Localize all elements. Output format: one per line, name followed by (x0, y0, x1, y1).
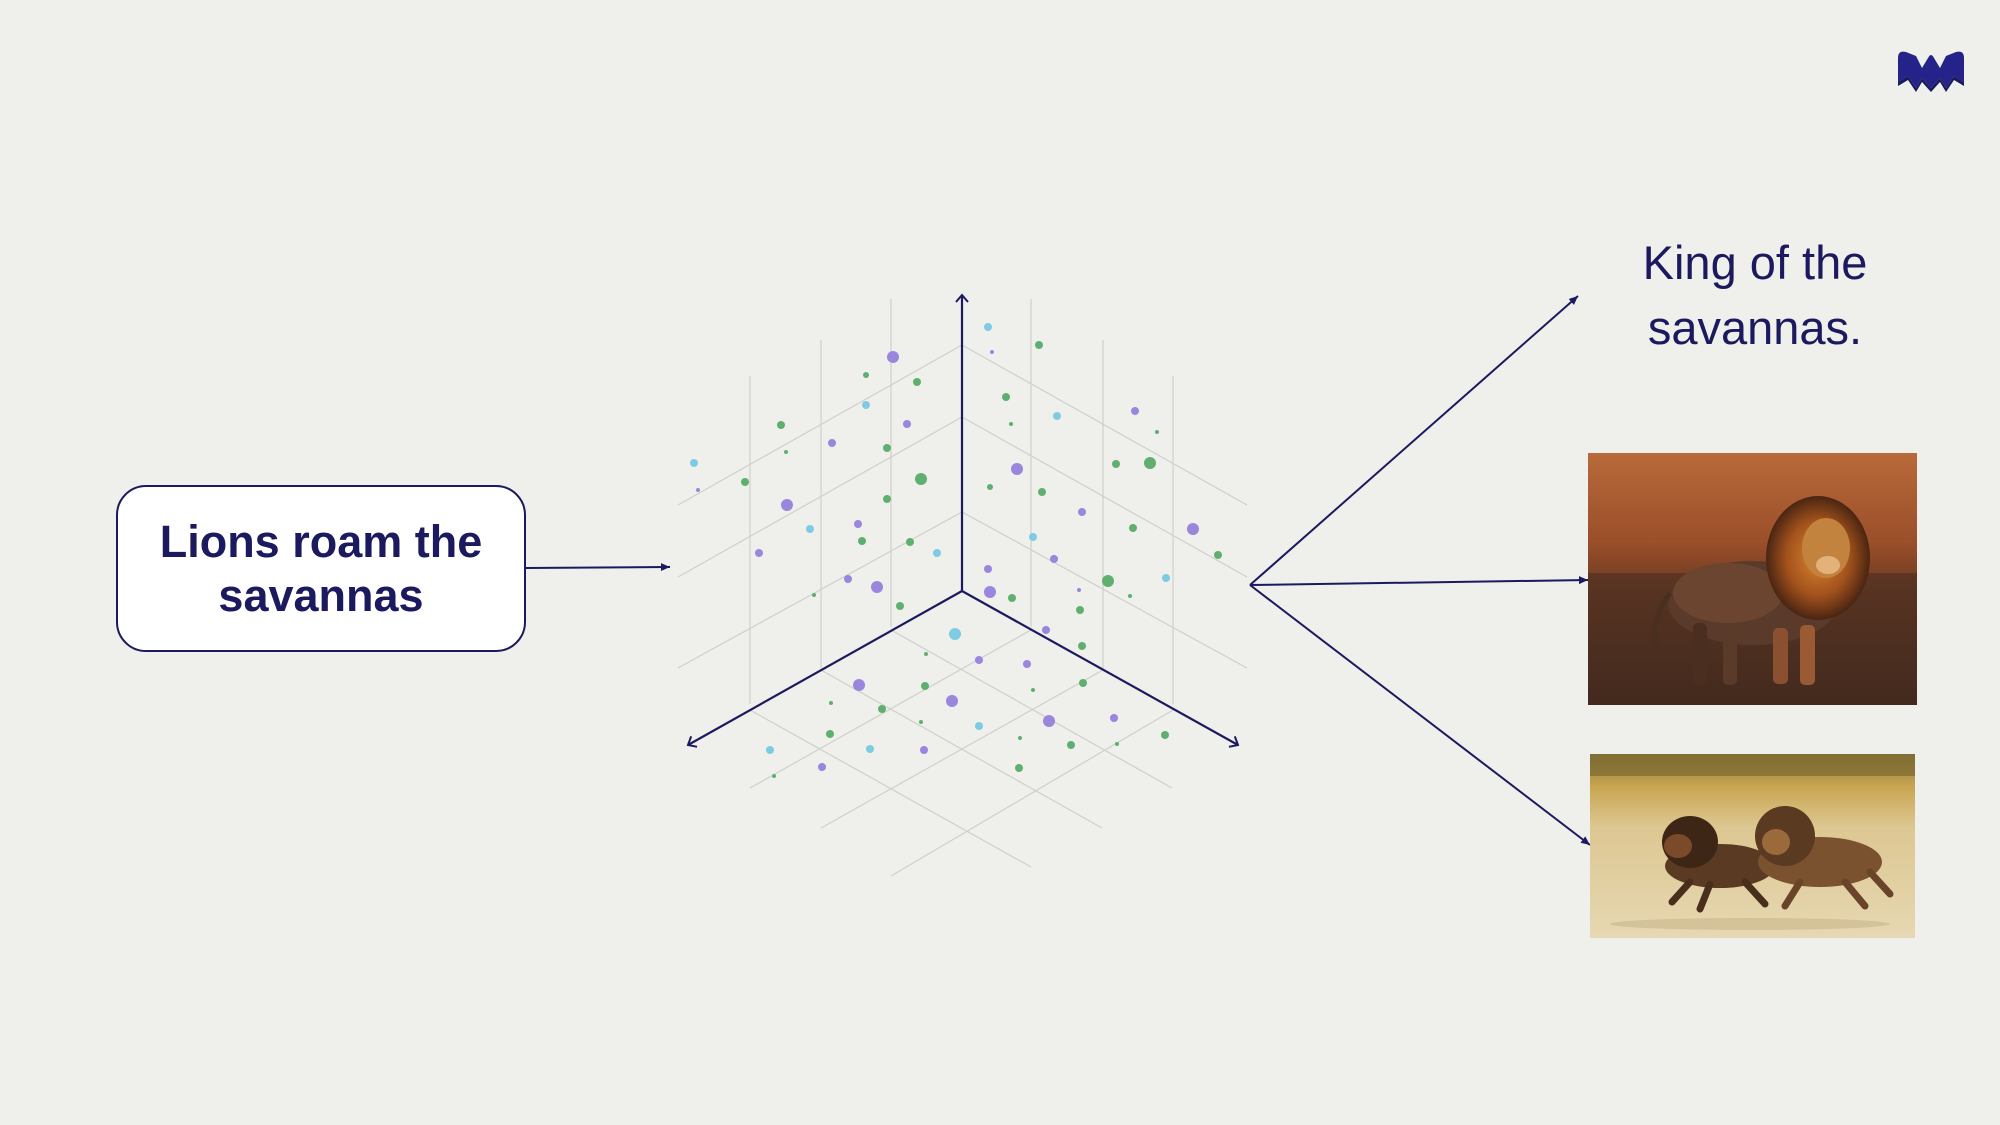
embedding-point (903, 420, 911, 428)
embedding-point (766, 746, 774, 754)
embedding-point (975, 722, 983, 730)
embedding-point (1031, 688, 1035, 692)
embedding-point (984, 586, 996, 598)
embedding-point (933, 549, 941, 557)
connector-arrows (525, 295, 1591, 846)
embedding-point (1076, 606, 1084, 614)
embedding-point (1002, 393, 1010, 401)
to-image-result-1-arrow (1249, 576, 1589, 586)
embedding-point (755, 549, 763, 557)
embedding-point (858, 537, 866, 545)
embedding-point (915, 473, 927, 485)
embedding-point (1042, 626, 1050, 634)
embedding-point (806, 525, 814, 533)
embedding-point (1043, 715, 1055, 727)
embedding-point (1214, 551, 1222, 559)
embedding-point (854, 520, 862, 528)
embedding-point (1008, 594, 1016, 602)
3d-axes (686, 293, 1240, 748)
embedding-point (883, 444, 891, 452)
embedding-point (984, 323, 992, 331)
lion-walking-photo (1588, 453, 1917, 705)
embedding-point (781, 499, 793, 511)
embedding-point (844, 575, 852, 583)
embedding-point (1067, 741, 1075, 749)
embedding-point (1110, 714, 1118, 722)
embedding-point (990, 350, 994, 354)
embedding-point (772, 774, 776, 778)
embedding-point (887, 351, 899, 363)
embedding-point (853, 679, 865, 691)
embedding-point (1077, 588, 1081, 592)
embedding-point (975, 656, 983, 664)
embedding-point (1050, 555, 1058, 563)
embedding-point (878, 705, 886, 713)
embedding-point (984, 565, 992, 573)
embedding-point (812, 593, 816, 597)
embedding-point (696, 488, 700, 492)
embedding-point (883, 495, 891, 503)
embedding-point (1023, 660, 1031, 668)
embedding-point (896, 602, 904, 610)
embedding-point (1029, 533, 1037, 541)
embedding-point (1102, 575, 1114, 587)
x-axis (686, 590, 963, 748)
query-text-box: Lions roam the savannas (116, 485, 526, 652)
embedding-point (919, 720, 923, 724)
embedding-point (871, 581, 883, 593)
embedding-point (946, 695, 958, 707)
two-lions-running-photo (1590, 754, 1915, 938)
embedding-point (1011, 463, 1023, 475)
embedding-point (1187, 523, 1199, 535)
embedding-point (1144, 457, 1156, 469)
embedding-point (866, 745, 874, 753)
to-image-result-2-arrow (1249, 584, 1591, 846)
embedding-points (690, 323, 1222, 778)
embedding-point (1129, 524, 1137, 532)
embedding-point (828, 439, 836, 447)
embedding-point (1038, 488, 1046, 496)
y-axis (961, 590, 1240, 748)
embedding-point (826, 730, 834, 738)
embedding-point (862, 401, 870, 409)
embedding-point (1128, 594, 1132, 598)
embedding-point (906, 538, 914, 546)
embedding-point (1161, 731, 1169, 739)
embedding-point (1162, 574, 1170, 582)
embedding-point (741, 478, 749, 486)
embedding-point (863, 372, 869, 378)
embedding-point (913, 378, 921, 386)
embedding-point (1035, 341, 1043, 349)
w-logo-icon (1898, 51, 1964, 92)
embedding-point (1053, 412, 1061, 420)
embedding-point (987, 484, 993, 490)
embedding-point (1009, 422, 1013, 426)
embedding-point (1155, 430, 1159, 434)
embedding-point (784, 450, 788, 454)
embedding-point (818, 763, 826, 771)
embedding-point (924, 652, 928, 656)
embedding-point (829, 701, 833, 705)
embedding-point (921, 682, 929, 690)
embedding-point (1018, 736, 1022, 740)
embedding-point (1115, 742, 1119, 746)
embedding-point (777, 421, 785, 429)
embedding-point (690, 459, 698, 467)
embedding-point (1078, 508, 1086, 516)
to-text-result-arrow (1249, 295, 1579, 586)
embedding-point (1078, 642, 1086, 650)
embedding-point (1015, 764, 1023, 772)
embedding-point (949, 628, 961, 640)
embedding-point (920, 746, 928, 754)
query-to-space-arrow (525, 563, 671, 572)
text-result: King of the savannas. (1642, 236, 1868, 354)
embedding-point (1112, 460, 1120, 468)
embedding-point (1131, 407, 1139, 415)
query-text: Lions roam the savannas (159, 515, 483, 621)
embedding-grid (677, 299, 1248, 877)
embedding-point (1079, 679, 1087, 687)
